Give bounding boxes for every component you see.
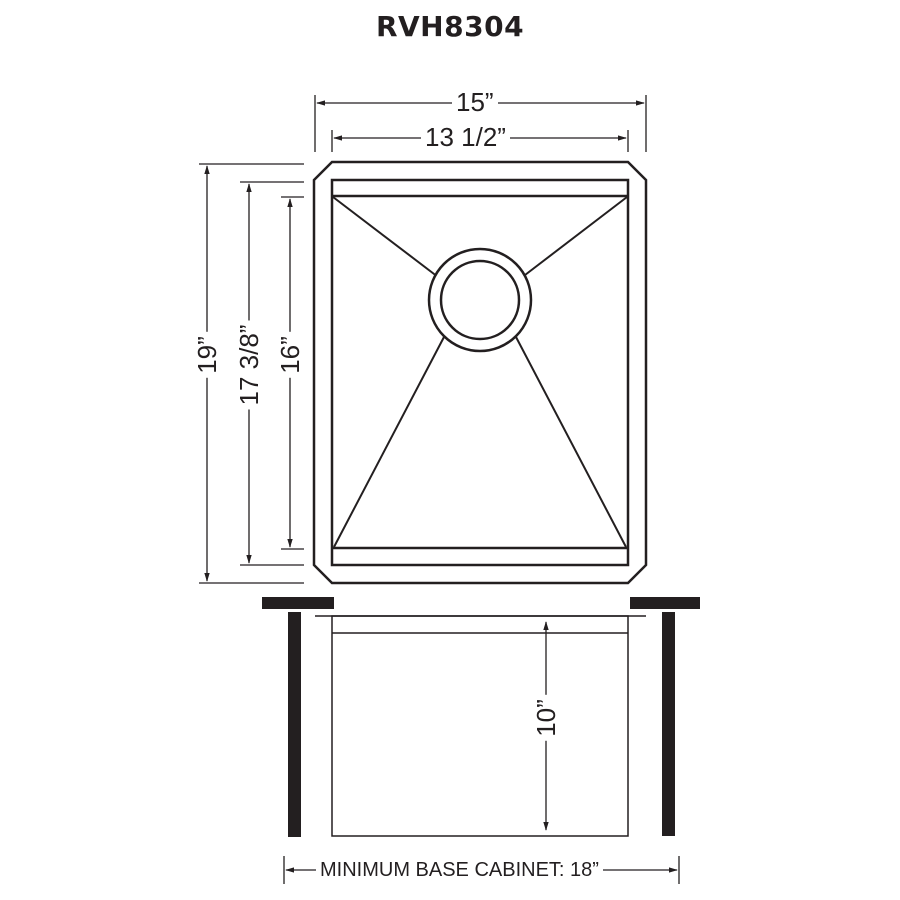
sink-profile <box>331 615 629 837</box>
cabinet-wall-left <box>288 612 301 837</box>
label-depth: 10” <box>531 695 561 741</box>
label-min-cabinet: MINIMUM BASE CABINET: 18” <box>316 860 603 880</box>
label-outer-width: 15” <box>452 89 498 115</box>
label-bowl-length: 16” <box>275 332 305 378</box>
label-outer-length: 19” <box>192 332 222 378</box>
countertop-right <box>630 597 700 609</box>
cabinet-wall-right <box>662 612 675 836</box>
label-inner-length: 17 3/8” <box>234 320 264 410</box>
sink-flange-outline <box>312 160 648 585</box>
model-title: RVH8304 <box>375 10 525 43</box>
side-view <box>262 597 700 884</box>
drain-icon <box>427 247 533 353</box>
sink-bowl-outline <box>330 178 630 567</box>
countertop-left <box>262 597 334 609</box>
label-inner-width: 13 1/2” <box>421 124 510 150</box>
top-view <box>312 160 648 585</box>
